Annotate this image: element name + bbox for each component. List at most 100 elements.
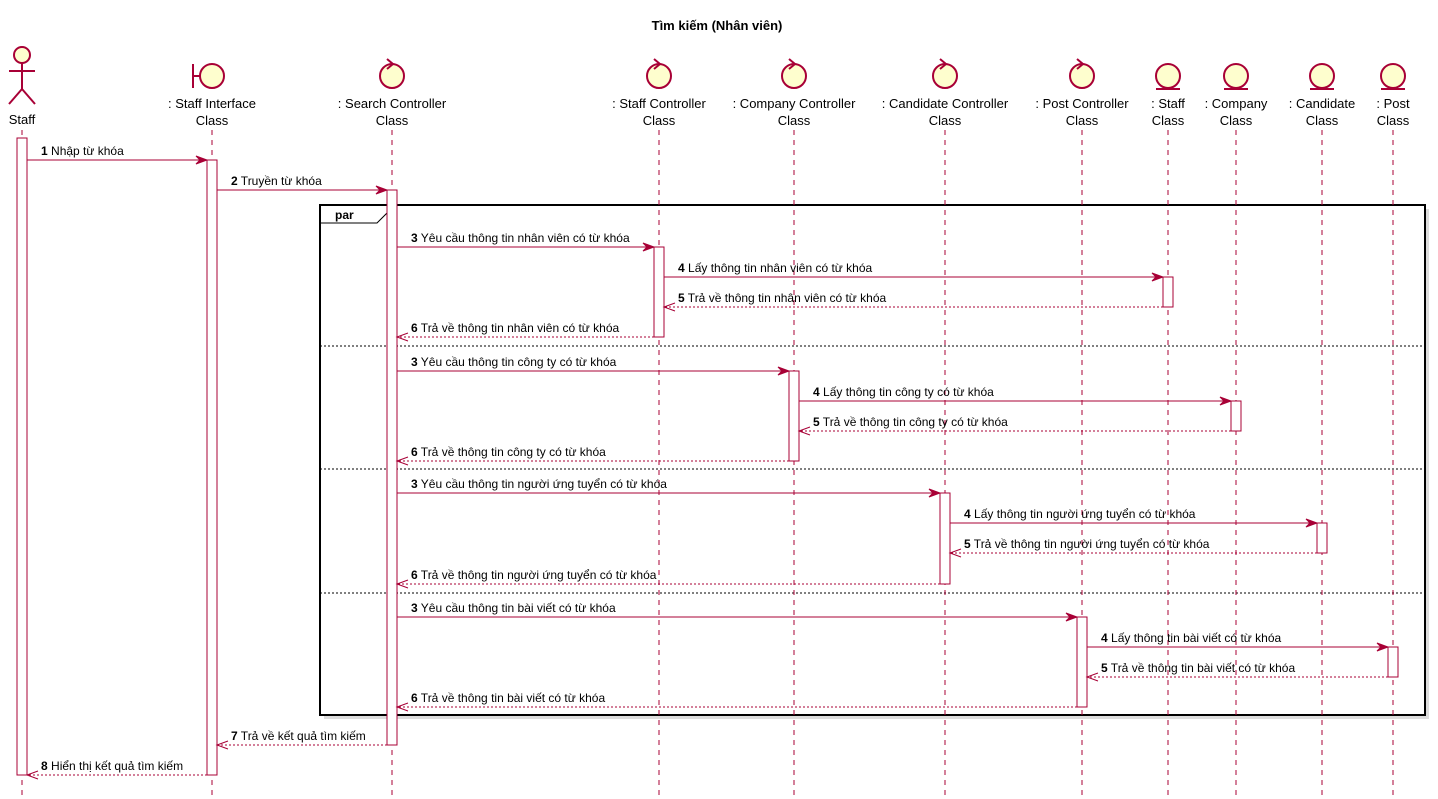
participant-label: Class xyxy=(778,113,811,128)
control-icon xyxy=(379,58,405,89)
arrowhead xyxy=(395,579,409,589)
participant-label: : Candidate Controller xyxy=(882,96,1009,111)
message-number: 2 xyxy=(231,174,238,188)
participant-label: Class xyxy=(376,113,409,128)
arrowhead xyxy=(395,332,409,342)
participant-label: : Search Controller xyxy=(338,96,447,111)
arrowhead xyxy=(215,740,229,750)
control-icon xyxy=(781,58,807,89)
message-label: 3 Yêu cầu thông tin người ứng tuyển có t… xyxy=(411,477,667,491)
message-number: 3 xyxy=(411,231,418,245)
message-text: Trả về thông tin nhân viên có từ khóa xyxy=(685,291,887,305)
message-text: Truyền từ khóa xyxy=(238,174,322,188)
message-label: 5 Trả về thông tin người ứng tuyển có từ… xyxy=(964,537,1210,551)
par-fragment: par xyxy=(319,204,1429,719)
message-label: 4 Lấy thông tin bài viết có từ khóa xyxy=(1101,631,1281,645)
arrowhead xyxy=(195,155,209,165)
message-8: 4 Lấy thông tin công ty có từ khóa xyxy=(799,385,1233,406)
participant-label: Class xyxy=(1377,113,1410,128)
message-number: 4 xyxy=(1101,631,1108,645)
entity-icon xyxy=(1155,63,1181,90)
arrowhead xyxy=(1305,518,1319,528)
message-4: 4 Lấy thông tin nhân viên có từ khóa xyxy=(664,261,1165,282)
message-9: 5 Trả về thông tin công ty có từ khóa xyxy=(797,415,1231,436)
participant-label: : Staff xyxy=(1151,96,1185,111)
arrowhead xyxy=(1065,612,1079,622)
message-text: Lấy thông tin bài viết có từ khóa xyxy=(1108,631,1282,645)
activation-post-entity xyxy=(1387,646,1399,678)
message-number: 7 xyxy=(231,729,238,743)
participant-label: : Staff Controller xyxy=(612,96,706,111)
participant-label: Class xyxy=(1066,113,1099,128)
activation-staff-interface xyxy=(206,159,218,776)
message-label: 6 Trả về thông tin bài viết có từ khóa xyxy=(411,691,605,705)
participant-label: : Post xyxy=(1376,96,1410,111)
staff-participant: Staff xyxy=(8,46,36,127)
arrowhead xyxy=(1376,642,1390,652)
messages: 1 Nhập từ khóa 2 Truyền từ khóa 3 Yêu cầu … xyxy=(25,144,1390,780)
message-label: 6 Trả về thông tin người ứng tuyển có từ… xyxy=(411,568,657,582)
message-number: 8 xyxy=(41,759,48,773)
message-6: 6 Trả về thông tin nhân viên có từ khóa xyxy=(395,321,654,342)
control-icon xyxy=(646,58,672,89)
participant-label: Class xyxy=(643,113,676,128)
message-text: Trả về thông tin bài viết có từ khóa xyxy=(418,691,606,705)
message-number: 4 xyxy=(964,507,971,521)
fragment-label: par xyxy=(335,208,354,222)
participant-label: : Company Controller xyxy=(733,96,856,111)
message-5: 5 Trả về thông tin nhân viên có từ khóa xyxy=(662,291,1163,312)
message-17: 5 Trả về thông tin bài viết có từ khóa xyxy=(1085,661,1388,682)
arrowhead xyxy=(1085,672,1099,682)
arrowhead xyxy=(777,366,791,376)
message-number: 6 xyxy=(411,321,418,335)
message-text: Trả về thông tin nhân viên có từ khóa xyxy=(418,321,620,335)
message-text: Lấy thông tin công ty có từ khóa xyxy=(820,385,994,399)
entity-icon xyxy=(1223,63,1249,90)
activation-staff-controller xyxy=(653,246,665,338)
arrowhead xyxy=(642,242,656,252)
message-label: 4 Lấy thông tin nhân viên có từ khóa xyxy=(678,261,873,275)
participant-label: Class xyxy=(1220,113,1253,128)
message-text: Trả về thông tin công ty có từ khóa xyxy=(418,445,606,459)
arrowhead xyxy=(25,770,39,780)
message-label: 5 Trả về thông tin nhân viên có từ khóa xyxy=(678,291,887,305)
message-label: 8 Hiển thị kết quả tìm kiếm xyxy=(41,759,183,773)
arrowhead xyxy=(375,185,389,195)
message-label: 3 Yêu cầu thông tin công ty có từ khóa xyxy=(411,355,617,369)
message-19: 7 Trả về kết quả tìm kiếm xyxy=(215,729,387,750)
message-15: 3 Yêu cầu thông tin bài viết có từ khóa xyxy=(397,601,1079,622)
message-label: 6 Trả về thông tin nhân viên có từ khóa xyxy=(411,321,620,335)
activation-company-entity xyxy=(1230,400,1242,432)
message-number: 5 xyxy=(678,291,685,305)
message-11: 3 Yêu cầu thông tin người ứng tuyển có t… xyxy=(397,477,942,498)
message-label: 1 Nhập từ khóa xyxy=(41,144,124,158)
message-text: Trả về thông tin người ứng tuyển có từ k… xyxy=(418,568,657,582)
entity-icon xyxy=(1309,63,1335,90)
arrowhead xyxy=(662,302,676,312)
arrowhead xyxy=(395,456,409,466)
message-text: Yêu cầu thông tin công ty có từ khóa xyxy=(418,355,617,369)
participant-label: Class xyxy=(929,113,962,128)
participant-label: Class xyxy=(196,113,229,128)
message-label: 4 Lấy thông tin người ứng tuyển có từ kh… xyxy=(964,507,1196,521)
message-label: 3 Yêu cầu thông tin bài viết có từ khóa xyxy=(411,601,616,615)
arrowhead xyxy=(948,548,962,558)
message-number: 6 xyxy=(411,691,418,705)
message-10: 6 Trả về thông tin công ty có từ khóa xyxy=(395,445,789,466)
participant-label: : Post Controller xyxy=(1035,96,1129,111)
entity-icon xyxy=(1380,63,1406,90)
message-text: Yêu cầu thông tin bài viết có từ khóa xyxy=(418,601,616,615)
participant-label: : Staff Interface xyxy=(168,96,256,111)
message-number: 5 xyxy=(964,537,971,551)
message-text: Lấy thông tin nhân viên có từ khóa xyxy=(685,261,873,275)
arrowhead xyxy=(1219,396,1233,406)
